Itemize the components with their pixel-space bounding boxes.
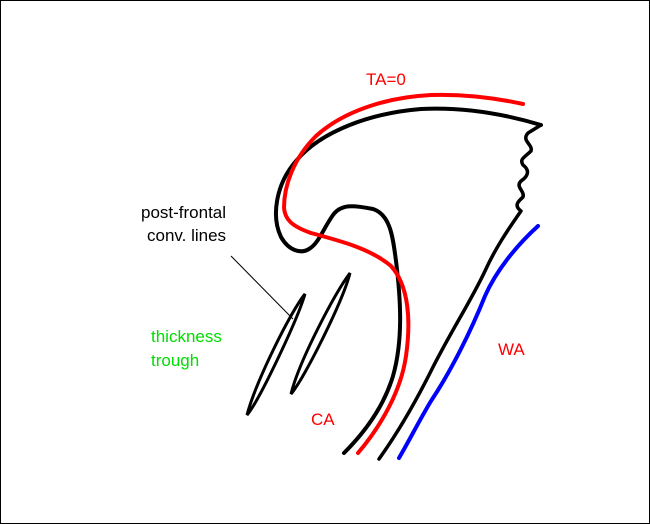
warm-air-label: WA <box>498 340 525 359</box>
cold-air-label: CA <box>311 410 335 429</box>
thickness-label: thickness <box>151 327 222 346</box>
label-leader-line <box>230 255 294 320</box>
frontal-system-curve <box>274 106 543 455</box>
convergence-line-left <box>245 293 307 416</box>
occlusion-wave-curve <box>377 123 543 461</box>
ta0-line <box>281 92 525 455</box>
trough-label: trough <box>151 351 200 370</box>
post-frontal-label: post-frontal <box>141 203 227 222</box>
conv-lines-label: conv. lines <box>147 226 227 245</box>
ta0-label: TA=0 <box>366 70 406 89</box>
convergence-line-right <box>289 272 352 395</box>
warm-boundary-line <box>397 224 540 460</box>
